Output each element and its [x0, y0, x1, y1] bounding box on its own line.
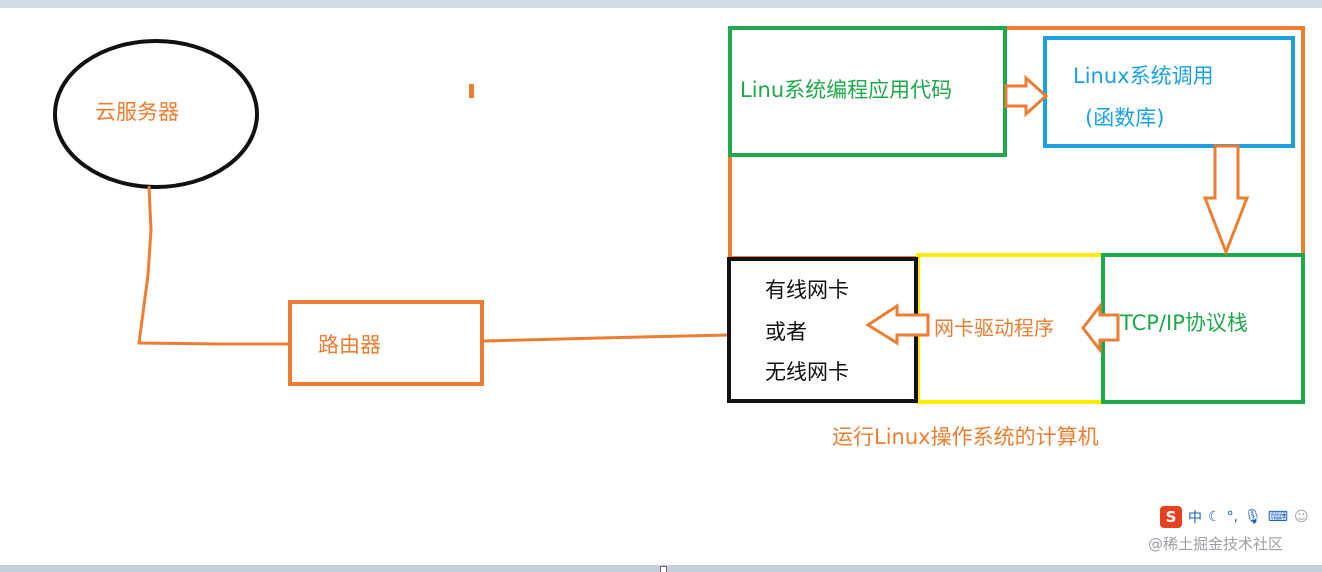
ime-toolbar[interactable]: S 中 ☾ °, 🎙 ⌨ ☺: [1160, 505, 1309, 529]
nic-label-line3: 无线网卡: [765, 360, 849, 384]
arrow-driver-to-nic: [865, 303, 930, 346]
server-router-cable: [137, 185, 290, 346]
arrow-syscall-to-tcpip: [1202, 144, 1250, 257]
router-nic-cable: [481, 333, 730, 343]
router-label: 路由器: [318, 333, 381, 357]
user-icon[interactable]: ☺: [1294, 509, 1309, 525]
syscall-label-line1: Linux系统调用: [1073, 64, 1214, 88]
punctuation-icon[interactable]: °,: [1226, 509, 1239, 525]
stray-mark: [469, 84, 474, 98]
resize-handle[interactable]: [660, 566, 667, 572]
router-box: [288, 300, 484, 386]
driver-label: 网卡驱动程序: [934, 316, 1054, 340]
app-code-box: [728, 26, 1007, 157]
microphone-icon[interactable]: 🎙: [1244, 509, 1262, 525]
window-top-frame: [0, 0, 1322, 8]
nic-label-line2: 或者: [765, 320, 807, 344]
moon-icon[interactable]: ☾: [1208, 509, 1221, 525]
keyboard-icon[interactable]: ⌨: [1267, 509, 1289, 525]
tcpip-label: TCP/IP协议栈: [1120, 311, 1248, 335]
computer-caption: 运行Linux操作系统的计算机: [832, 425, 1099, 449]
ime-mode-label[interactable]: 中: [1188, 510, 1202, 526]
arrow-app-to-syscall: [1004, 74, 1049, 118]
cloud-server-ellipse: [53, 39, 259, 189]
syscall-box: [1043, 36, 1295, 148]
arrow-tcpip-to-driver: [1081, 301, 1120, 355]
sogou-logo-icon[interactable]: S: [1160, 506, 1182, 528]
nic-label-line1: 有线网卡: [765, 278, 849, 302]
cloud-server-label: 云服务器: [95, 100, 179, 124]
syscall-label-line2: (函数库): [1085, 106, 1165, 130]
app-code-label: Linu系统编程应用代码: [740, 78, 953, 102]
watermark: @稀土掘金技术社区: [1148, 535, 1284, 553]
